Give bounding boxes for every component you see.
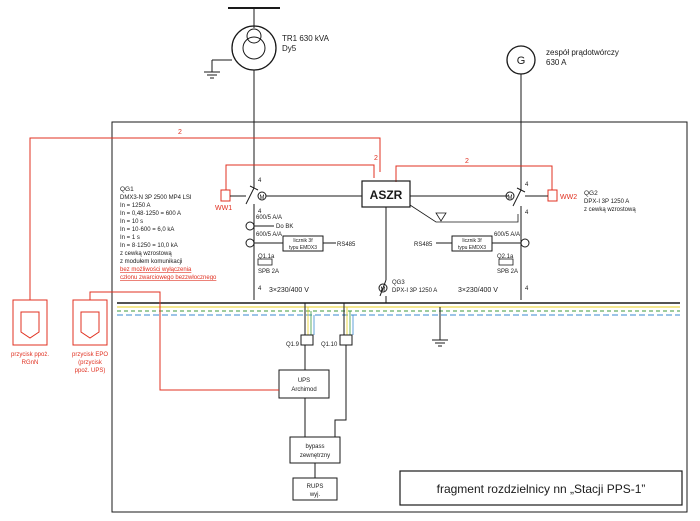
ww1-label: WW1 [215,205,232,212]
svg-text:M: M [508,195,513,201]
ups-line1: UPS [298,378,310,384]
przycisk-epo-symbol [72,299,108,346]
qg1-line-1: DMX3-N 3P 2500 MP4 LSI [120,195,192,201]
q21a-fuse [498,258,514,266]
meter-left-line1: licznik 3f [293,238,313,244]
qg1-description: QG1 DMX3-N 3P 2500 MP4 LSI In = 1250 A I… [120,186,217,281]
generator [506,45,536,180]
rups-line2: wyj. [309,492,321,498]
pole-mark-q21a: 4 [525,286,529,292]
q11a-line2: SPB 2A [258,269,279,275]
q110-label: Q1.10 [321,342,338,348]
aszr-label: ASZR [370,188,403,202]
przycisk-epo-line1: przycisk EPO [72,352,108,358]
control-cable-rgnn [29,137,381,300]
ww2-coil [547,189,558,202]
control-cable-ww1 [225,164,375,190]
pole-mark-qg1-bot: 4 [258,209,262,215]
busbar [117,302,680,316]
bus-right-label: 3×230/400 V [458,287,498,294]
qg1-line-6: In = 1 s [120,235,140,241]
signal-triangle [435,212,447,222]
ct-left-upper [245,221,274,231]
qg1-line-9: z modułem komunikacji [120,259,182,265]
cable-mark-2: 2 [374,155,378,162]
transformer-tr1 [204,7,280,175]
qg1-line-8: z cewką wzrostową [120,251,172,257]
cable-mark-3: 2 [465,158,469,165]
bypass-line2: zewnętrzny [300,453,330,459]
caption-box [399,470,683,506]
qg1-red-line-1: członu zwarciowego bezzwłocznego [120,275,217,281]
caption-text: fragment rozdzielnicy nn „Stacji PPS-1” [437,482,646,496]
qg1-line-4: In = 10 s [120,219,143,225]
bypass-box [289,436,341,464]
qg3-line2: DPX-I 3P 1250 A [392,288,437,294]
ups-box [278,369,330,399]
qg2-line-0: QG2 [584,190,598,197]
qg3-breaker: M [378,279,388,303]
switchgear-frame [111,121,688,513]
ct-left-2-label: 600/5 A/A [256,232,282,238]
ct-right-label: 600/5 A/A [494,232,520,238]
przycisk-epo-line2: (przycisk [78,360,103,366]
transformer-vector: Dy5 [282,44,297,53]
q21a-line2: SPB 2A [497,269,518,275]
svg-text:M: M [260,195,265,201]
ups-line2: Archimod [291,387,316,393]
generator-rating: 630 A [546,58,567,67]
q110-feeder [334,303,354,437]
qg2-breaker: M [505,180,526,300]
qg1-line-0: QG1 [120,186,134,193]
qg3-line1: QG3 [392,280,405,286]
q11a-line1: Q1.1a [258,254,275,260]
do-bk-label: Do BK [276,224,293,230]
ct-right [492,238,530,248]
ww1-coil [220,189,231,202]
q19-feeder [300,303,315,370]
generator-symbol: G [517,55,526,67]
aszr-line-ct [409,204,519,223]
qg2-line-2: z cewką wzrostową [584,207,636,213]
ww2-label: WW2 [560,194,577,201]
qg1-line-7: In = 8·1250 = 10,0 kA [120,243,178,249]
qg1-line-5: In = 10·600 = 6,0 kA [120,227,174,233]
przycisk-epo-line3: ppoż. UPS) [75,368,106,374]
qg2-line-1: DPX-I 3P 1250 A [584,199,629,205]
pole-mark-qg1-top: 4 [258,178,262,184]
ground-symbol [432,307,448,347]
ct-left-lower [245,238,283,248]
q11a-fuse [257,258,273,266]
przycisk-rgnn-line1: przycisk ppoż. [11,352,49,358]
qg1-breaker: M [245,175,267,300]
meter-left-line2: typu EMDX3 [289,245,317,251]
transformer-name: TR1 630 kVA [282,34,330,43]
cable-mark-1: 2 [178,129,182,136]
rups-box [292,477,338,501]
rups-line1: RUPS [307,484,324,490]
q19-label: Q1.9 [286,342,300,348]
control-cable-epo [89,291,279,391]
meter-right-line2: typu EMDX3 [458,245,486,251]
rs485-left-label: RS485 [337,242,356,248]
przycisk-rgnn-symbol [12,299,48,346]
rs485-right-label: RS485 [414,242,433,248]
pole-mark-qg2-top: 4 [525,182,529,188]
qg1-line-2: In = 1250 A [120,203,151,209]
qg1-line-3: In = 0,48·1250 = 600 A [120,211,181,217]
svg-text:M: M [381,287,386,293]
pole-mark-qg2-bot: 4 [525,210,529,216]
qg1-red-line-0: bez możliwości wyłączenia [120,267,192,273]
q21a-line1: Q2.1a [497,254,514,260]
ct-left-1-label: 600/5 A/A [256,215,282,221]
przycisk-rgnn-line2: RGnN [22,360,39,366]
bus-left-label: 3×230/400 V [269,287,309,294]
pole-mark-q11a: 4 [258,286,262,292]
generator-title: zespół prądotwórczy [546,48,619,57]
meter-right-line1: licznik 3f [462,238,482,244]
bypass-line1: bypass [305,444,324,450]
control-cable-ww2 [395,165,553,190]
